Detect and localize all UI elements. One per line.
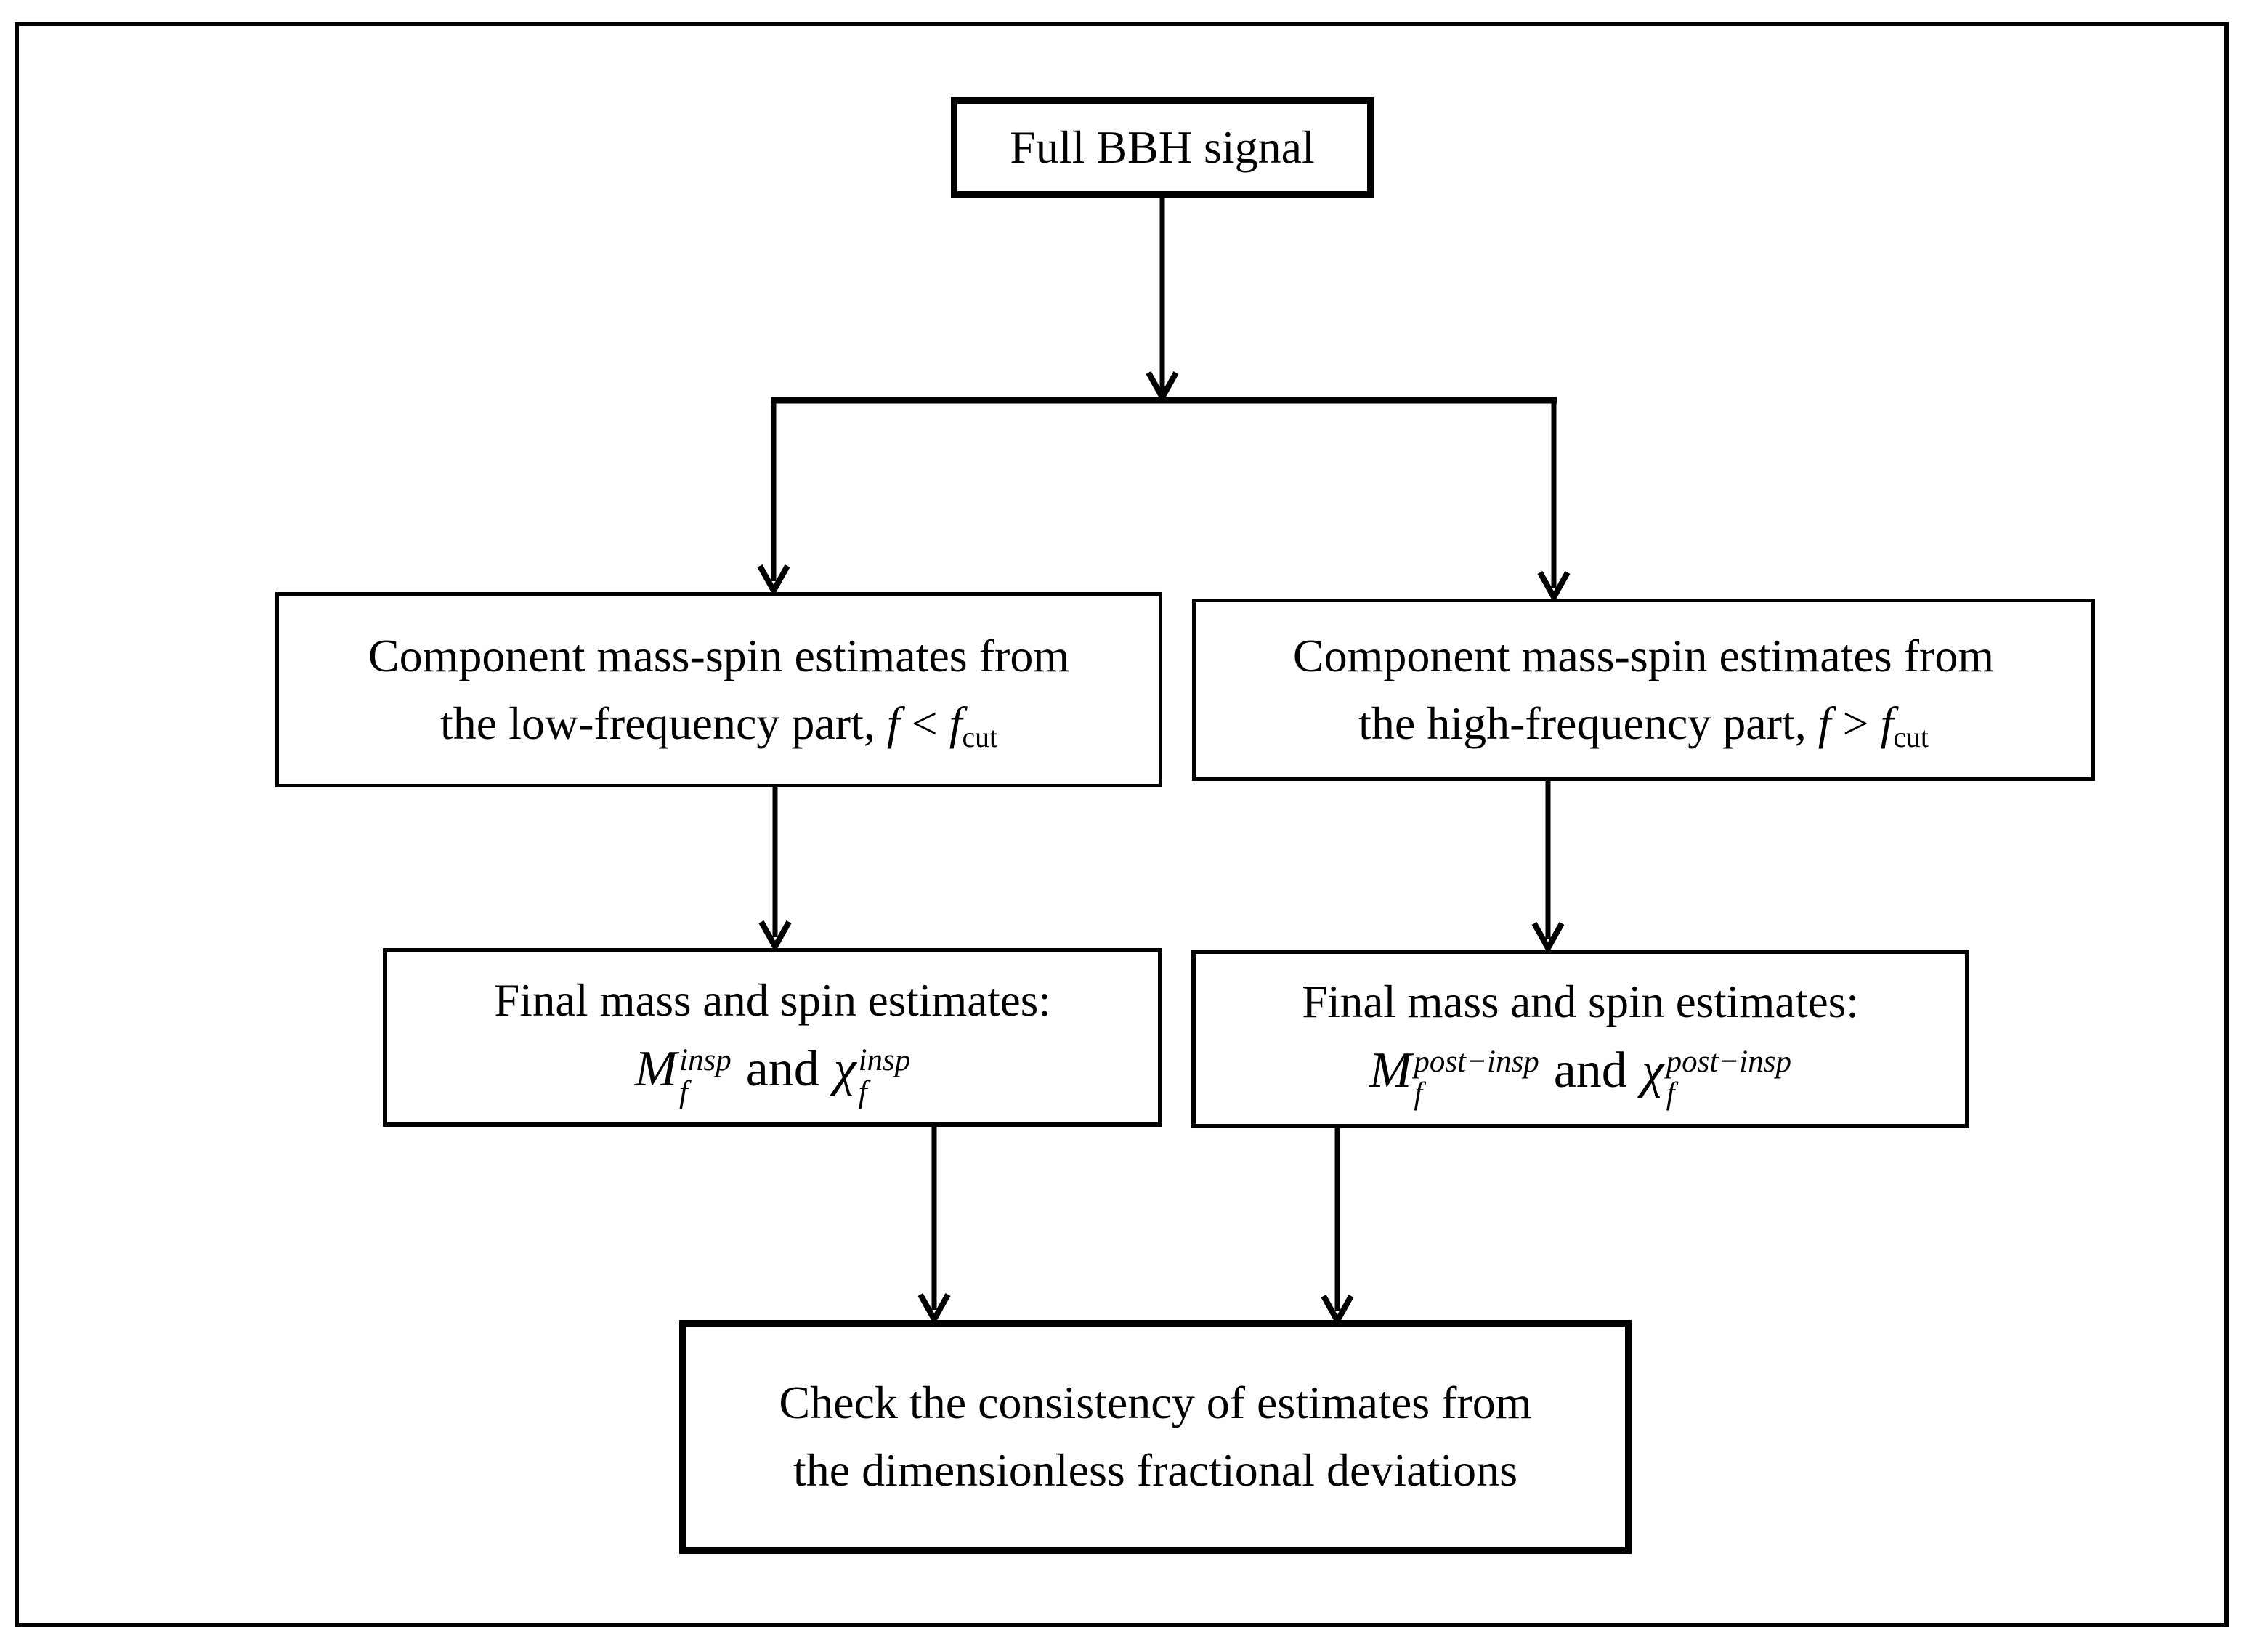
math-spin-symbol: χ (1641, 1042, 1664, 1098)
math-mass-subscript: f (679, 1074, 688, 1109)
node-low-frequency-estimates: Component mass-spin estimates from the l… (275, 592, 1162, 787)
math-fcut-subscript: cut (962, 721, 997, 753)
consistency-check-line1: Check the consistency of estimates from (779, 1377, 1532, 1429)
node-consistency-check: Check the consistency of estimates from … (679, 1320, 1632, 1554)
math-mass-superscript: insp (679, 1042, 732, 1077)
formula-conjunction: and (1553, 1042, 1627, 1098)
math-fcut-subscript: cut (1893, 721, 1929, 753)
formula-conjunction: and (745, 1040, 819, 1097)
final-postinsp-line1: Final mass and spin estimates: (1302, 976, 1859, 1027)
node-high-frequency-estimates: Component mass-spin estimates from the h… (1192, 599, 2095, 781)
math-mass-superscript: post−insp (1414, 1044, 1539, 1079)
consistency-check-line2: the dimensionless fractional deviations (793, 1444, 1518, 1496)
math-fcut-base: f (949, 697, 963, 749)
figure-border (15, 22, 2229, 1627)
math-spin-subscript: f (858, 1074, 867, 1109)
low-freq-line1: Component mass-spin estimates from (368, 630, 1070, 682)
math-mass-subscript: f (1414, 1076, 1423, 1111)
math-f-symbol: f (1818, 697, 1831, 749)
math-mass-symbol: M (1369, 1042, 1412, 1098)
high-freq-line2: the high-frequency part, f>fcut (1358, 690, 1929, 757)
math-mass-symbol: M (634, 1040, 678, 1097)
node-full-bbh-signal: Full BBH signal (951, 97, 1374, 198)
final-insp-line1: Final mass and spin estimates: (494, 974, 1051, 1026)
math-spin-symbol: χ (833, 1040, 856, 1097)
math-spin-subscript: f (1666, 1076, 1675, 1111)
low-freq-line2: the low-frequency part, f<fcut (440, 690, 997, 757)
high-freq-line2-prefix: the high-frequency part, (1358, 697, 1818, 749)
low-freq-line2-prefix: the low-frequency part, (440, 697, 887, 749)
math-comparator: > (1842, 697, 1869, 749)
math-spin-superscript: insp (858, 1042, 911, 1077)
math-fcut-base: f (1880, 697, 1894, 749)
math-comparator: < (911, 697, 938, 749)
high-freq-line1: Component mass-spin estimates from (1292, 630, 1995, 682)
node-full-bbh-signal-label: Full BBH signal (1010, 121, 1315, 173)
math-f-symbol: f (886, 697, 900, 749)
math-spin-superscript: post−insp (1666, 1044, 1791, 1079)
